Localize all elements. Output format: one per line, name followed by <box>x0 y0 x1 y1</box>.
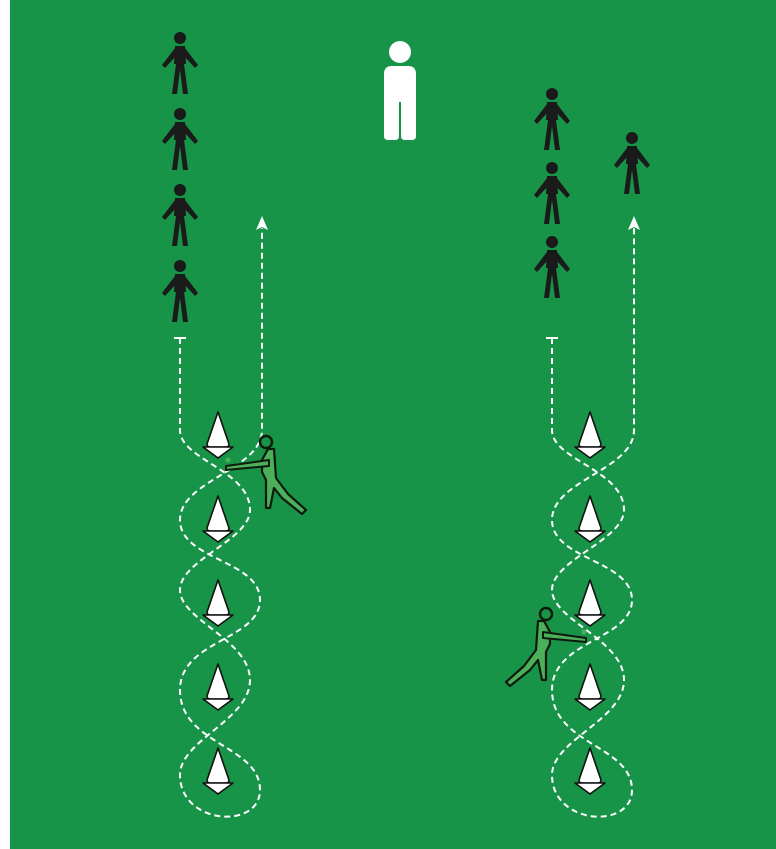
drill-diagram <box>0 0 776 849</box>
